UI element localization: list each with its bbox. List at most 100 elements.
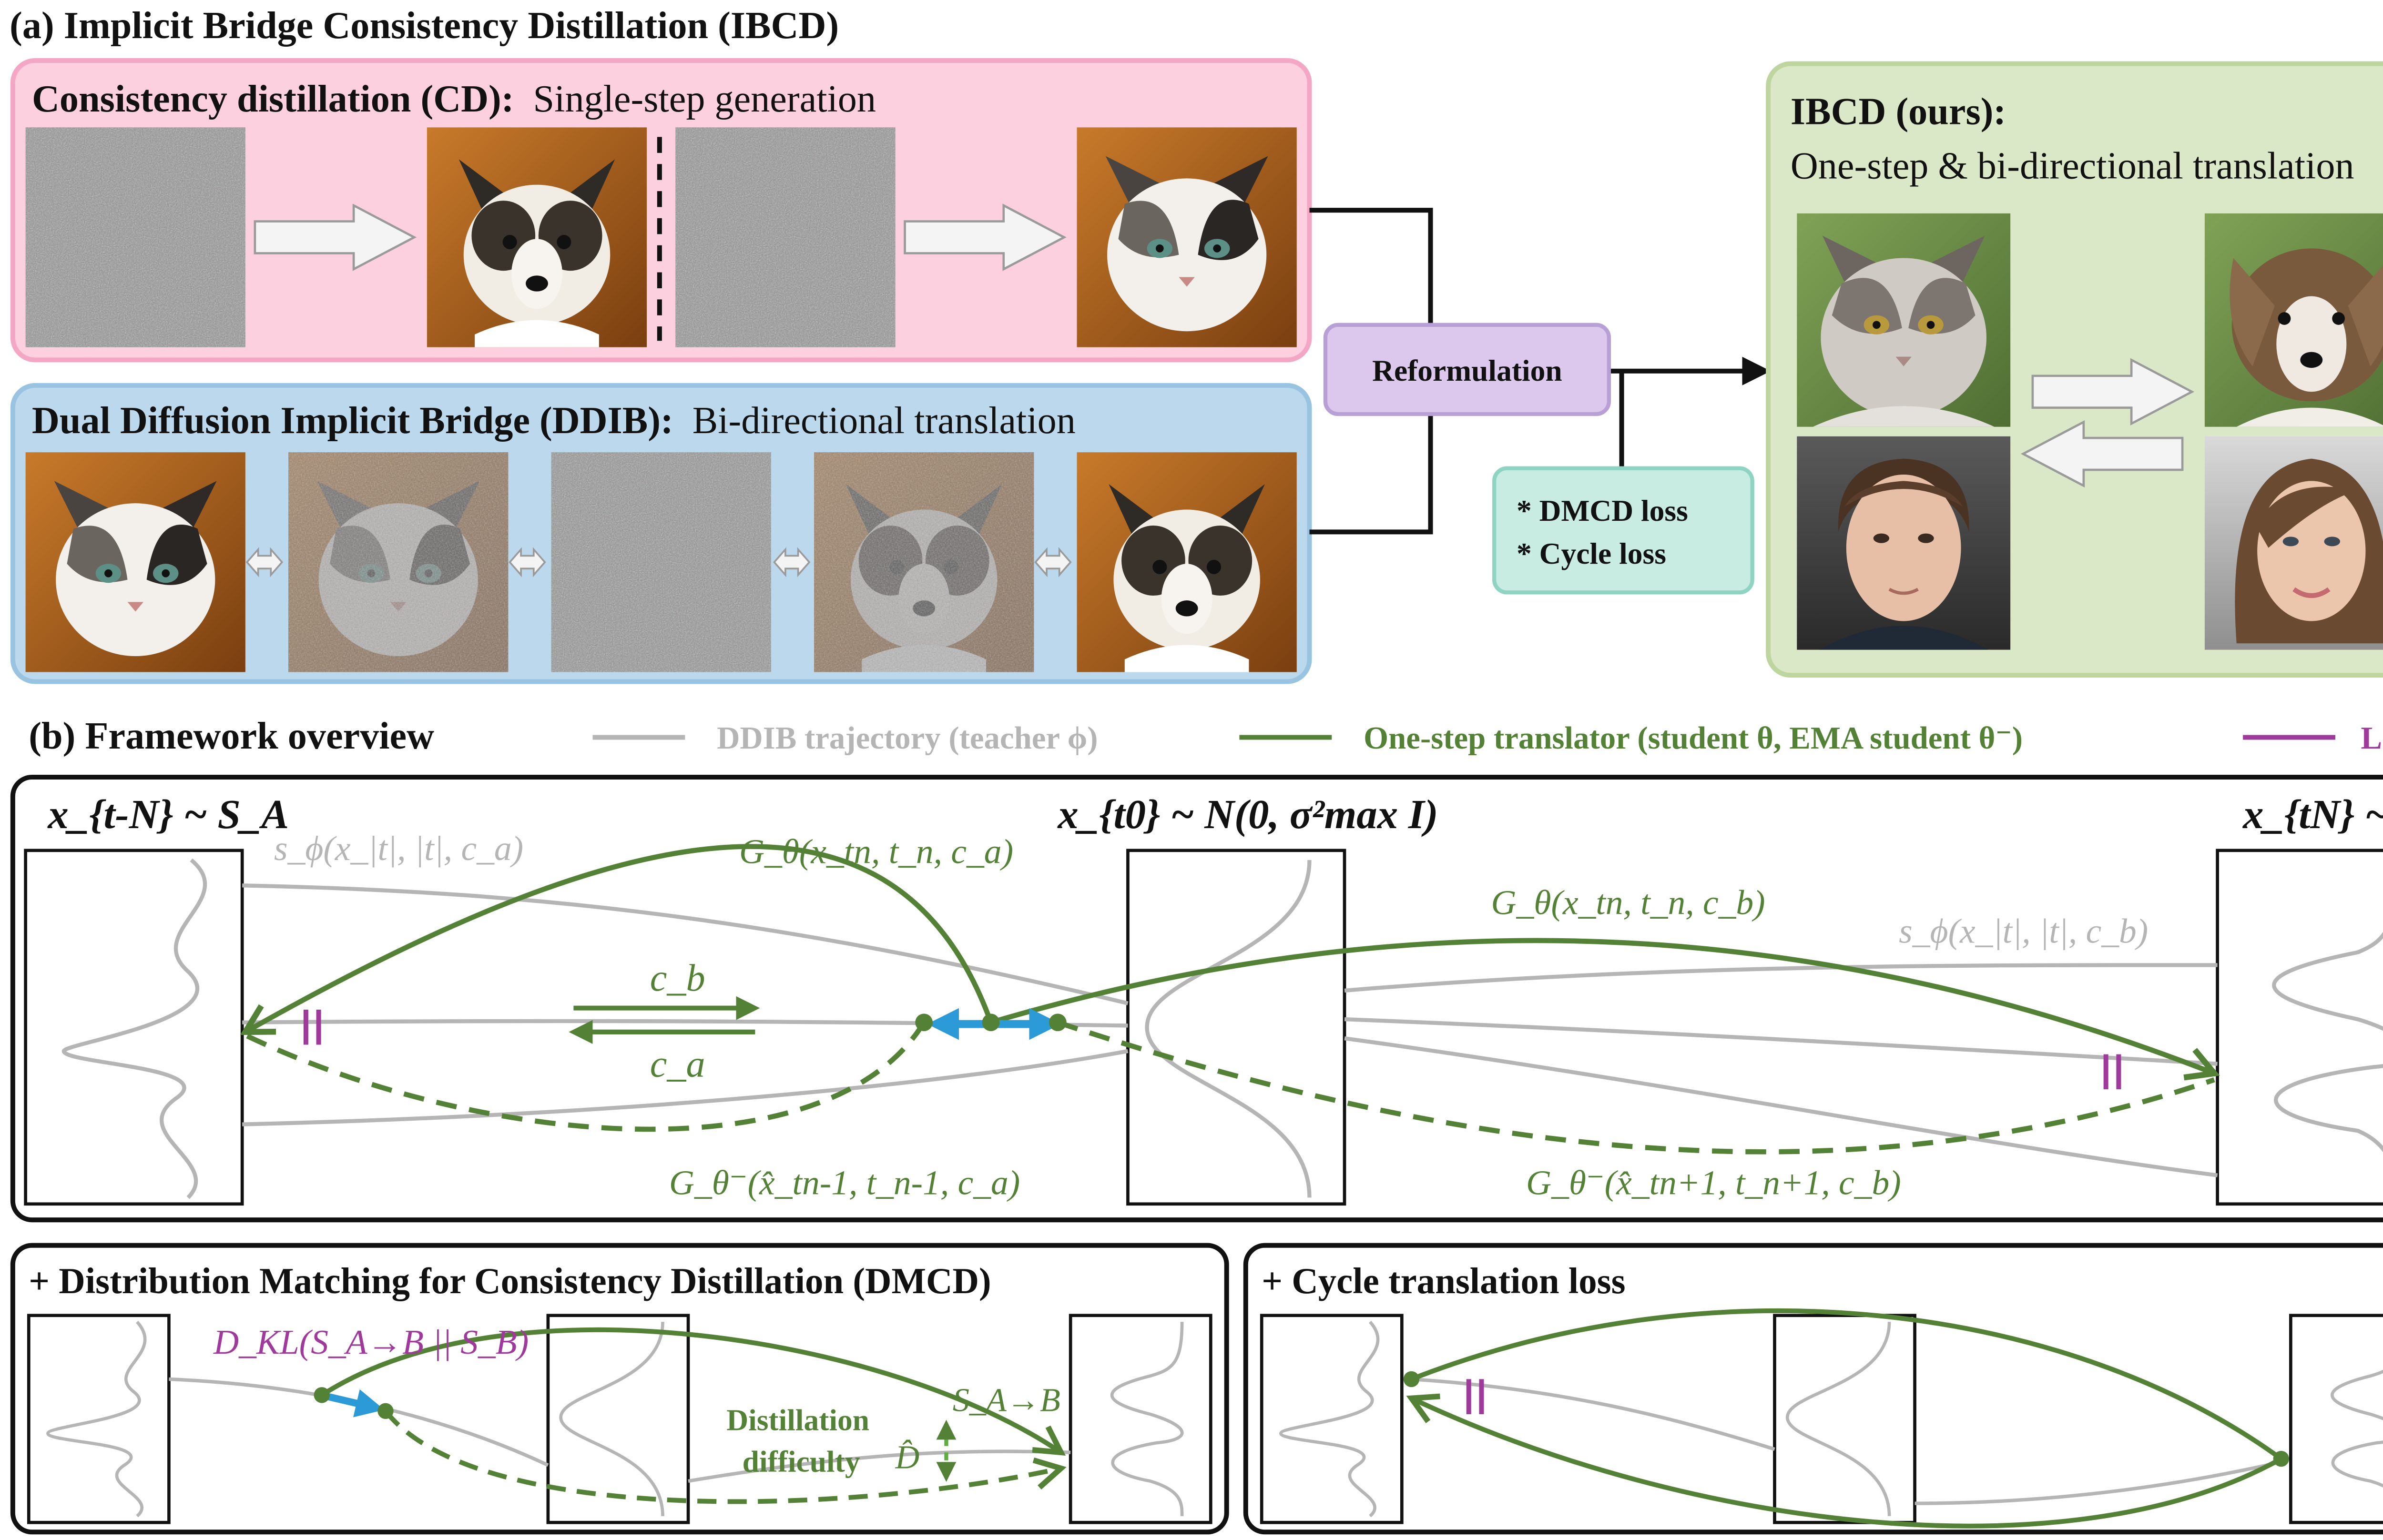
cd-box: Consistency distillation (CD): Single-st… — [10, 58, 1312, 363]
ema-a-label: G_θ⁻(x̂_tn-1, t_n-1, c_a) — [669, 1163, 1020, 1202]
ibcd-box: IBCD (ours): One-step & bi-directional t… — [1766, 61, 2383, 678]
dmcd-difficulty-label-2: difficulty — [743, 1444, 860, 1478]
cycle-dist-box-0 — [1773, 1314, 1916, 1524]
cycle-dist-curve-b — [2331, 1369, 2383, 1488]
student-path-to-a — [245, 844, 994, 1032]
dmcd-student-path — [320, 1327, 1061, 1452]
x0-label: x_{t0} ~ N(0, σ²max I) — [1057, 791, 1438, 837]
dmcd-dist-curve-b — [1110, 1322, 1184, 1516]
ddib-dog-image — [1077, 452, 1297, 672]
panel-a-title: (a) Implicit Bridge Consistency Distilla… — [10, 5, 839, 47]
teacher-path-3 — [242, 1049, 1129, 1126]
dist-box-a — [24, 849, 244, 1206]
ema-path-to-a — [244, 1021, 927, 1132]
ibcd-title: IBCD (ours): — [1791, 91, 2006, 133]
legend-loss-label: Loss — [2361, 720, 2383, 756]
xa-label: x_{t-N} ~ S_A — [47, 791, 289, 837]
ibcd-man-image — [1797, 436, 2010, 650]
teacher-score-b-label: s_ϕ(x_|t|, |t|, c_b) — [1899, 912, 2148, 951]
cycle-point-a — [1403, 1371, 1420, 1388]
ddib-cat-noisy-image — [288, 452, 508, 672]
reformulation-box: Reformulation — [1323, 323, 1611, 416]
cycle-teacher-paths — [1411, 1377, 2282, 1505]
point-tn — [982, 1013, 1000, 1032]
dmcd-dist-curve-a — [46, 1320, 147, 1518]
framework-overview: c_b c_a x_{t-N} ~ S_A x_{t0} ~ N(0, σ²ma… — [10, 775, 2383, 1223]
ddib-cat-image — [25, 452, 245, 672]
student-a-label: G_θ(x_tn, t_n, c_a) — [739, 832, 1013, 871]
dmcd-d-hat-symbol: D̂ — [895, 1439, 920, 1476]
xb-label: x_{tN} ~ S_B — [2242, 791, 2383, 837]
cycle-point-b — [2273, 1450, 2290, 1467]
cycle-teacher-path-2 — [1915, 1460, 2282, 1505]
teacher-score-a-label: s_ϕ(x_|t|, |t|, c_a) — [274, 829, 523, 868]
cycle-dist-box-b — [2289, 1314, 2383, 1524]
cd-title-desc: Single-step generation — [533, 78, 876, 120]
loss-marker-a — [303, 1010, 321, 1045]
loss-marker-b — [2103, 1054, 2121, 1090]
cycle-forward-path — [1410, 1308, 2283, 1461]
ddib-box: Dual Diffusion Implicit Bridge (DDIB): B… — [10, 383, 1312, 684]
dmcd-ema-path — [384, 1409, 1061, 1504]
cycle-title: + Cycle translation loss — [1262, 1261, 1625, 1301]
point-tn-minus-1 — [915, 1013, 933, 1032]
loss-item-cycle: * Cycle loss — [1517, 537, 1666, 570]
ibcd-desc: One-step & bi-directional translation — [1791, 145, 2354, 187]
ema-path-to-b — [1057, 1020, 2215, 1155]
legend-teacher-label: DDIB trajectory (teacher ϕ) — [717, 720, 1098, 756]
dmcd-point-2 — [377, 1403, 394, 1419]
dist-box-0 — [1126, 849, 1346, 1206]
ibcd-dog-image — [2204, 213, 2383, 427]
teacher-path-6 — [1344, 1036, 2218, 1177]
dist-curve-a — [61, 858, 207, 1199]
legend-student-label: One-step translator (student θ, EMA stud… — [1364, 720, 2023, 756]
reformulation-label: Reformulation — [1372, 354, 1562, 387]
reformulation-box-background — [1323, 323, 1611, 416]
dmcd-difficulty-label-1: Distillation — [726, 1403, 869, 1437]
losses-box-background — [1492, 466, 1754, 595]
student-path-to-b — [990, 938, 2214, 1074]
ema-b-label: G_θ⁻(x̂_tn+1, t_n+1, c_b) — [1526, 1163, 1901, 1202]
cycle-backward-path — [1411, 1398, 2282, 1529]
legend: DDIB trajectory (teacher ϕ) One-step tra… — [592, 720, 2383, 756]
panel-b-title: (b) Framework overview — [29, 715, 434, 757]
dmcd-panel: + Distribution Matching for Consistency … — [10, 1243, 1229, 1535]
teacher-path-5 — [1344, 1017, 2218, 1066]
cd-dog-image — [427, 127, 647, 347]
ddib-noise-image — [551, 452, 771, 672]
ca-label: c_a — [650, 1043, 705, 1085]
dist-box-b — [2216, 849, 2383, 1206]
cd-title: Consistency distillation (CD): Single-st… — [32, 78, 876, 120]
dmcd-dist-box-0 — [546, 1314, 690, 1524]
cycle-loss-marker — [1466, 1379, 1484, 1414]
ddib-title: Dual Diffusion Implicit Bridge (DDIB): B… — [32, 400, 1076, 442]
dmcd-dist-curve-0 — [559, 1322, 664, 1516]
cd-title-name: Consistency distillation (CD): — [32, 78, 514, 120]
dmcd-title: + Distribution Matching for Consistency … — [29, 1261, 991, 1301]
cycle-teacher-path-1 — [1411, 1377, 1775, 1451]
cd-noise-image-1 — [26, 127, 245, 347]
loss-item-dmcd: * DMCD loss — [1517, 494, 1688, 527]
point-tn-plus-1 — [1049, 1013, 1067, 1032]
cycle-dist-curve-0 — [1785, 1322, 1891, 1516]
dmcd-target-label: S_A→B — [953, 1381, 1060, 1418]
student-b-label: G_θ(x_tn, t_n, c_b) — [1491, 882, 1765, 922]
ibcd-cat-image — [1797, 213, 2011, 427]
ddib-title-desc: Bi-directional translation — [692, 400, 1076, 442]
cb-label: c_b — [650, 957, 705, 999]
dmcd-point-1 — [314, 1387, 330, 1403]
cycle-panel: + Cycle translation loss — [1243, 1243, 2383, 1535]
ddib-dog-noisy-image — [814, 452, 1034, 672]
dist-curve-0 — [1145, 860, 1312, 1198]
teacher-path-4 — [1344, 963, 2218, 993]
dist-curve-b — [2272, 932, 2383, 1153]
cycle-dist-curve-a — [1279, 1320, 1380, 1518]
ibcd-woman-image — [2205, 436, 2383, 650]
losses-box: * DMCD loss * Cycle loss — [1492, 466, 1754, 595]
dmcd-dist-box-b — [1069, 1314, 1212, 1524]
dmcd-teacher-path-2 — [688, 1449, 1071, 1483]
cd-cat-image — [1077, 127, 1297, 347]
dmcd-kl-label: D_KL(S_A→B || S_B) — [213, 1322, 529, 1361]
cd-noise-image-2 — [675, 127, 895, 347]
